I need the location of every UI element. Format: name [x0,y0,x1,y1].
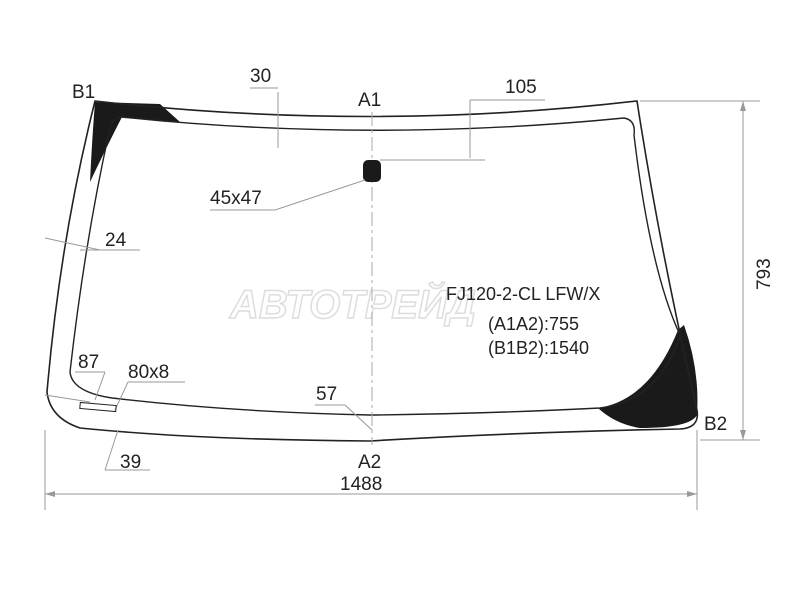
frit-top-left [90,102,180,182]
label-b2: B2 [704,414,727,435]
part-number: FJ120-2-CL LFW/X [446,284,600,304]
glass-outline-outer [46,100,699,442]
label-b1: B1 [72,82,95,103]
label-1488: 1488 [340,474,382,495]
sensor-area [363,160,381,182]
a1a2-dimension: (A1A2):755 [488,314,579,334]
label-87: 87 [78,352,99,373]
label-a2: A2 [358,452,381,473]
label-a1: A1 [358,90,381,111]
label-80x8: 80x8 [128,362,169,383]
label-39: 39 [120,452,141,473]
label-793: 793 [754,258,775,290]
b1b2-dimension: (B1B2):1540 [488,338,589,358]
label-105: 105 [505,77,537,98]
marking-80x8 [79,401,117,413]
label-45x47: 45x47 [210,188,262,209]
label-24: 24 [105,230,127,251]
watermark: АВТОТРЕЙД [229,280,476,327]
frit-bottom-right [598,325,698,428]
label-30: 30 [250,66,271,87]
glass-outline-inner [69,116,681,416]
label-57: 57 [316,384,337,405]
